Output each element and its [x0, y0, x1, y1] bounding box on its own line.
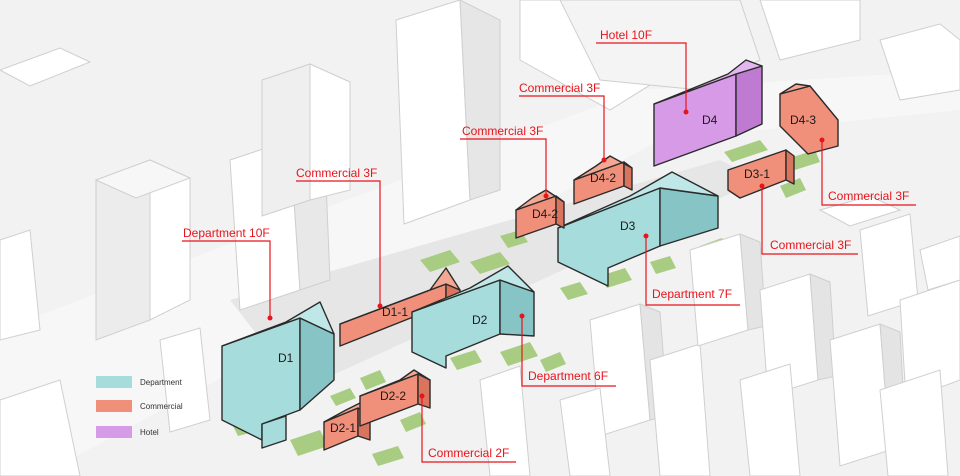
building-d4[interactable]	[653, 59, 763, 167]
annotation-d1: Department 10F	[183, 226, 270, 240]
annotation-d2: Department 6F	[528, 369, 608, 383]
block-label-d2-2: D2-2	[380, 389, 406, 403]
block-label-d3: D3	[620, 219, 636, 233]
legend-label-commercial: Commercial	[140, 402, 183, 411]
block-label-d4-2b: D4-2	[532, 207, 558, 221]
legend-label-hotel: Hotel	[140, 428, 159, 437]
legend-swatch-department	[96, 376, 132, 388]
block-label-d2: D2	[472, 313, 488, 327]
block-label-d3-1: D3-1	[744, 167, 770, 181]
building-d4-3[interactable]	[779, 83, 839, 155]
building-d2[interactable]	[411, 265, 535, 369]
building-d4-2-upper[interactable]	[573, 155, 633, 205]
building-d1[interactable]	[221, 301, 335, 449]
legend-swatch-hotel	[96, 426, 132, 438]
legend-swatch-commercial	[96, 400, 132, 412]
annotation-d3-1: Commercial 3F	[770, 238, 851, 252]
annotation-hotel: Hotel 10F	[600, 28, 652, 42]
building-d2-1[interactable]	[323, 401, 371, 451]
block-label-d2-1: D2-1	[330, 421, 356, 435]
annotation-d1-1: Commercial 3F	[296, 166, 377, 180]
annotation-dots	[267, 109, 825, 399]
annotation-d3: Department 7F	[652, 287, 732, 301]
annotation-d2-2: Commercial 2F	[428, 446, 509, 460]
block-label-d4-3: D4-3	[790, 113, 816, 127]
building-d4-2-lower[interactable]	[515, 189, 565, 239]
legend: Department Commercial Hotel	[96, 376, 183, 438]
block-label-d4: D4	[702, 113, 718, 127]
building-d3[interactable]	[557, 171, 719, 287]
annotation-d4-2-upper: Commercial 3F	[519, 81, 600, 95]
building-d2-2[interactable]	[359, 369, 431, 427]
annotation-leaders	[182, 42, 916, 463]
legend-label-department: Department	[140, 378, 183, 387]
annotation-d4-3: Commercial 3F	[828, 189, 909, 203]
building-d3-1[interactable]	[727, 149, 795, 199]
block-label-d4-2a: D4-2	[590, 171, 616, 185]
annotation-d4-2-lower: Commercial 3F	[462, 124, 543, 138]
block-label-d1: D1	[278, 351, 294, 365]
block-label-d1-1: D1-1	[382, 305, 408, 319]
